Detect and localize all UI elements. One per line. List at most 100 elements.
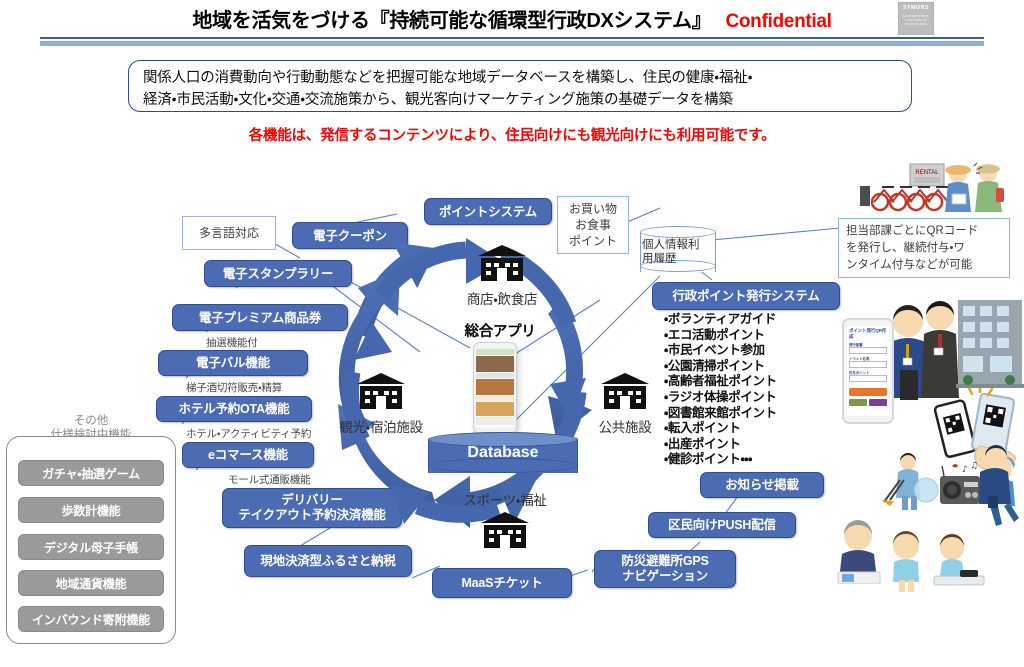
database-cylinder: Database — [428, 432, 578, 480]
svg-text:RENTAL: RENTAL — [915, 170, 939, 176]
caption-hotel-activity: ホテル・アクティビティ予約 — [186, 428, 312, 440]
note-shopping-line-1: お買い物 — [568, 202, 617, 216]
node-furusato-label: 現地決済型ふるさと納税 — [260, 554, 396, 568]
note-shopping-line-3: ポイント — [568, 234, 617, 248]
other-item-inbound-donation[interactable]: インバウンド寄附機能 — [18, 606, 164, 632]
facility-shops: 商店・飲食店 — [442, 244, 562, 308]
list-item: ・市民イベント参加 — [664, 343, 765, 358]
node-stamp-rally-label: 電子スタンプラリー — [222, 266, 334, 281]
facility-sports: スポーツ・福祉 — [445, 488, 565, 554]
list-item: ・公園清掃ポイント — [664, 358, 765, 373]
qr-note-line-3: ンタイム付与などが可能 — [846, 258, 973, 271]
node-stamp-rally[interactable]: 電子スタンプラリー — [204, 260, 352, 287]
node-ecommerce[interactable]: eコマース機能 — [182, 442, 314, 468]
qr-note-line-1: 担当部課ごとにQRコード — [846, 224, 979, 237]
other-item-gacha-label: ガチャ・抽選ゲーム — [42, 466, 140, 481]
note-shopping-line-2: お食事 — [574, 218, 611, 232]
node-e-bar[interactable]: 電子バル機能 — [158, 350, 308, 376]
caption-hashigo: 梯子酒切符販売・精算 — [186, 382, 283, 394]
privacy-history-cylinder: 個人情報利 用履歴 — [640, 226, 716, 278]
confidential-label: Confidential — [725, 11, 832, 32]
node-point-system[interactable]: ポイントシステム — [424, 198, 552, 225]
node-admin-point-system[interactable]: 行政ポイント発行システム — [652, 282, 840, 310]
facility-public: 公共施設 — [565, 372, 685, 436]
symons-logo: SYMONS EARNEPOINTS PORTFOLIO PURCHASES — [898, 2, 934, 35]
radio-exercise-illustration: ♪♫ — [940, 462, 980, 504]
node-push[interactable]: 区民向けPUSH配信 — [648, 512, 796, 538]
other-item-maternal-handbook-label: デジタル母子手帳 — [43, 540, 139, 555]
other-item-local-currency-label: 地域通貨機能 — [55, 576, 127, 591]
worker-bowing-illustration — [979, 445, 1011, 508]
note-qr-issue: 担当部課ごとにQRコード を発行し、継続付与・ワ ンタイム付与などが可能 — [838, 218, 1010, 278]
list-item: ・エコ活動ポイント — [664, 327, 765, 342]
database-label: Database — [467, 444, 539, 461]
node-ecommerce-label: eコマース機能 — [208, 448, 288, 462]
description-box: 関係人口の消費動向や行動動態などを把握可能な地域データベースを構築し、住民の健康… — [128, 60, 912, 112]
elderly-person-illustration — [837, 520, 881, 584]
other-item-gacha[interactable]: ガチャ・抽選ゲーム — [18, 460, 164, 486]
node-multilingual-label: 多言語対応 — [198, 226, 259, 240]
description-line-2: 経済・市民活動・文化・交通・交流施策から、観光客向けマーケティング施策の基礎デー… — [143, 92, 733, 108]
other-item-pedometer-label: 歩数計機能 — [61, 503, 121, 518]
red-note: 各機能は、発信するコンテンツにより、住民向けにも観光向けにも利用可能です。 — [248, 128, 776, 144]
node-hotel-ota[interactable]: ホテル予約OTA機能 — [156, 396, 312, 422]
facility-shops-label: 商店・飲食店 — [466, 292, 538, 307]
header-rule-light — [40, 41, 984, 46]
header-rule-dark — [40, 37, 984, 39]
list-item: ・図書館来館ポイント — [664, 405, 777, 420]
node-e-bar-label: 電子バル機能 — [196, 356, 270, 370]
node-delivery-label-2: テイクアウト予約決済機能 — [238, 508, 386, 522]
apartment-building-illustration — [956, 300, 1024, 388]
node-notice[interactable]: お知らせ掲載 — [700, 472, 824, 498]
node-push-label: 区民向けPUSH配信 — [668, 518, 776, 532]
facility-public-label: 公共施設 — [598, 420, 652, 435]
child-weighing-illustration — [933, 534, 985, 586]
other-item-pedometer[interactable]: 歩数計機能 — [18, 497, 164, 523]
node-premium-voucher-label: 電子プレミアム商品券 — [198, 310, 322, 325]
svg-text:♫: ♫ — [970, 462, 978, 471]
other-item-local-currency[interactable]: 地域通貨機能 — [18, 570, 164, 596]
description-line-1: 関係人口の消費動向や行動動態などを把握可能な地域データベースを構築し、住民の健康… — [143, 70, 753, 86]
other-features-title-1: その他 — [73, 415, 109, 427]
privacy-line-1: 個人情報利 — [642, 239, 700, 251]
logo-sub-text: EARNEPOINTS PORTFOLIO PURCHASES — [902, 14, 930, 27]
integrated-app-phone — [473, 342, 517, 434]
page-title-text: 地域を活気をづける『持続可能な循環型行政DXシステム』 — [192, 10, 712, 32]
list-item: ・健診ポイント・・・ — [664, 452, 753, 467]
node-delivery-label-1: デリバリー — [281, 493, 343, 507]
node-delivery[interactable]: デリバリー テイクアウト予約決済機能 — [222, 488, 402, 528]
app-label: 総合アプリ — [464, 324, 536, 340]
privacy-history-text: 個人情報利 用履歴 — [642, 238, 714, 266]
node-maas[interactable]: MaaSチケット — [432, 568, 572, 598]
node-gps-label-2: ナビゲーション — [622, 569, 708, 583]
node-notice-label: お知らせ掲載 — [725, 478, 799, 492]
other-item-inbound-donation-label: インバウンド寄附機能 — [31, 612, 150, 627]
facility-sports-label: スポーツ・福祉 — [463, 493, 547, 508]
facility-tourism: 観光・宿泊施設 — [321, 372, 441, 436]
logo-main-text: SYMONS — [902, 5, 930, 11]
point-list: ・ボランティアガイド ・エコ活動ポイント ・市民イベント参加 ・公園清掃ポイント… — [664, 312, 844, 468]
node-maas-label: MaaSチケット — [461, 576, 543, 590]
node-furusato[interactable]: 現地決済型ふるさと納税 — [244, 545, 412, 577]
node-multilingual[interactable]: 多言語対応 — [182, 216, 276, 250]
rental-bicycles-illustration: RENTAL — [860, 163, 949, 212]
page-title: 地域を活気をづける『持続可能な循環型行政DXシステム』 Confidential — [0, 4, 1024, 33]
node-gps-label-1: 防災避難所GPS — [621, 554, 709, 568]
node-gps-navigation[interactable]: 防災避難所GPS ナビゲーション — [594, 550, 736, 588]
tourists-illustration — [945, 162, 1004, 212]
list-item: ・高齢者福祉ポイント — [664, 374, 777, 389]
municipal-staff-illustration — [887, 301, 959, 400]
list-item: ・出産ポイント — [664, 436, 741, 451]
qr-note-line-2: を発行し、継続付与・ワ — [846, 241, 965, 254]
caption-lottery: 抽選機能付 — [206, 337, 258, 349]
svg-text:♪: ♪ — [962, 465, 968, 475]
building-icon — [601, 373, 649, 409]
list-item: ・ボランティアガイド — [664, 312, 777, 326]
node-e-coupon[interactable]: 電子クーポン — [292, 222, 408, 249]
list-item: ・ラジオ体操ポイント — [664, 389, 777, 404]
node-premium-voucher[interactable]: 電子プレミアム商品券 — [172, 304, 348, 331]
other-item-maternal-handbook[interactable]: デジタル母子手帳 — [18, 534, 164, 560]
cleaning-volunteer-illustration — [882, 453, 939, 510]
node-admin-point-system-label: 行政ポイント発行システム — [672, 289, 820, 303]
